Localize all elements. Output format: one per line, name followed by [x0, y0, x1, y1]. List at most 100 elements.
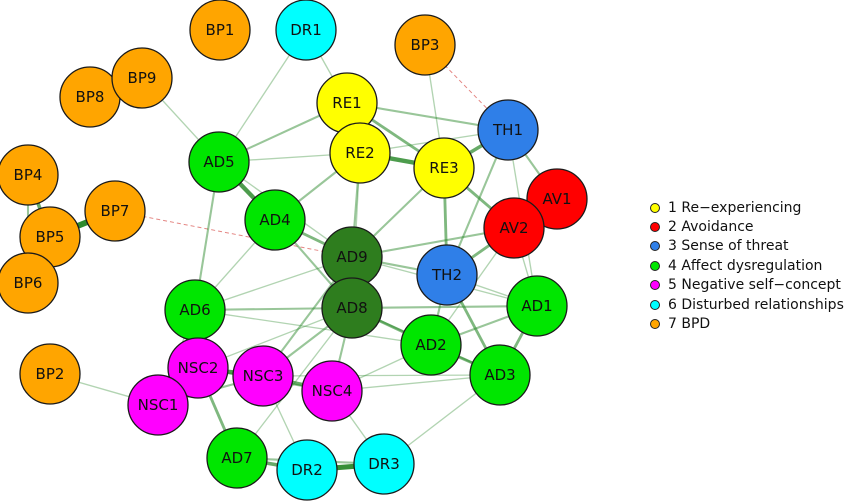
- node-circle: [526, 168, 588, 230]
- node-circle: [188, 131, 250, 193]
- edge-ad3-nsc3: [262, 374, 501, 377]
- node-bp1: BP1: [189, 0, 251, 61]
- legend-swatch: [650, 222, 660, 233]
- node-nsc4: NSC4: [301, 360, 363, 422]
- node-ad3: AD3: [469, 344, 531, 406]
- node-circle: [416, 244, 478, 306]
- node-ad6: AD6: [164, 279, 226, 341]
- node-circle: [84, 180, 146, 242]
- node-circle: [206, 427, 268, 489]
- node-ad5: AD5: [188, 131, 250, 193]
- node-label: AD3: [484, 366, 515, 384]
- edge-ad7-ad8: [236, 307, 353, 459]
- legend-swatch: [650, 319, 660, 330]
- legend-label: 3 Sense of threat: [668, 238, 789, 255]
- node-bp4: BP4: [0, 144, 59, 206]
- node-label: RE2: [345, 144, 374, 162]
- legend-swatch: [650, 260, 660, 271]
- node-circle: [506, 275, 568, 337]
- node-circle: [127, 374, 189, 436]
- node-circle: [321, 277, 383, 339]
- node-label: BP4: [14, 166, 43, 184]
- node-label: NSC1: [138, 396, 179, 414]
- node-bp3: BP3: [394, 14, 456, 76]
- legend-label: 1 Re−experiencing: [668, 199, 802, 216]
- node-circle: [232, 345, 294, 407]
- legend-label: 7 BPD: [668, 316, 711, 333]
- node-bp9: BP9: [111, 47, 173, 109]
- node-circle: [477, 99, 539, 161]
- node-label: NSC3: [243, 367, 284, 385]
- node-label: BP8: [76, 88, 105, 106]
- node-label: AD7: [221, 449, 252, 467]
- node-label: BP9: [128, 69, 157, 87]
- node-bp8: BP8: [59, 66, 121, 128]
- node-re2: RE2: [329, 122, 391, 184]
- node-circle: [413, 137, 475, 199]
- node-label: TH1: [492, 121, 523, 139]
- node-label: BP2: [36, 365, 65, 383]
- node-circle: [244, 189, 306, 251]
- node-label: TH2: [431, 266, 462, 284]
- node-label: BP7: [101, 202, 130, 220]
- node-circle: [276, 439, 338, 501]
- node-re1: RE1: [316, 72, 378, 134]
- legend-label: 5 Negative self−concept: [668, 277, 841, 294]
- node-nsc1: NSC1: [127, 374, 189, 436]
- node-nsc2: NSC2: [167, 337, 229, 399]
- legend-item-disturbed-relationships: 6 Disturbed relationships: [650, 295, 844, 314]
- node-circle: [0, 144, 59, 206]
- legend-swatch: [650, 241, 660, 252]
- node-circle: [111, 47, 173, 109]
- node-circle: [301, 360, 363, 422]
- node-label: BP3: [411, 36, 440, 54]
- legend-item-sense-of-threat: 3 Sense of threat: [650, 237, 844, 256]
- node-label: BP5: [36, 228, 65, 246]
- node-circle: [19, 343, 81, 405]
- legend-item-re-experiencing: 1 Re−experiencing: [650, 198, 844, 217]
- edge-ad6-ad2: [194, 309, 432, 346]
- node-label: BP1: [206, 21, 235, 39]
- legend-item-negative-self-concept: 5 Negative self−concept: [650, 276, 844, 295]
- node-label: DR3: [368, 455, 400, 473]
- node-label: AD9: [336, 248, 367, 266]
- node-label: AD5: [203, 153, 234, 171]
- node-circle: [394, 14, 456, 76]
- node-bp6: BP6: [0, 252, 59, 314]
- legend-swatch: [650, 202, 660, 213]
- legend-item-avoidance: 2 Avoidance: [650, 217, 844, 236]
- legend-item-affect-dysregulation: 4 Affect dysregulation: [650, 256, 844, 275]
- node-circle: [0, 252, 59, 314]
- node-label: RE1: [332, 94, 361, 112]
- node-label: NSC4: [312, 382, 353, 400]
- node-dr3: DR3: [353, 433, 415, 495]
- legend-label: 6 Disturbed relationships: [668, 296, 844, 313]
- legend-label: 4 Affect dysregulation: [668, 257, 823, 274]
- node-av1: AV1: [526, 168, 588, 230]
- node-circle: [469, 344, 531, 406]
- node-bp2: BP2: [19, 343, 81, 405]
- node-dr1: DR1: [275, 0, 337, 61]
- node-bp7: BP7: [84, 180, 146, 242]
- node-circle: [483, 197, 545, 259]
- node-ad4: AD4: [244, 189, 306, 251]
- legend-swatch: [650, 280, 660, 291]
- node-label: AD6: [179, 301, 210, 319]
- node-th1: TH1: [477, 99, 539, 161]
- node-label: AD1: [521, 297, 552, 315]
- node-circle: [189, 0, 251, 61]
- node-label: AV1: [542, 190, 571, 208]
- node-ad7: AD7: [206, 427, 268, 489]
- node-label: NSC2: [178, 359, 219, 377]
- node-ad1: AD1: [506, 275, 568, 337]
- node-label: AD4: [259, 211, 290, 229]
- node-th2: TH2: [416, 244, 478, 306]
- node-ad2: AD2: [400, 314, 462, 376]
- legend-label: 2 Avoidance: [668, 219, 754, 236]
- node-av2: AV2: [483, 197, 545, 259]
- node-dr2: DR2: [276, 439, 338, 501]
- node-label: DR2: [291, 461, 323, 479]
- legend-swatch: [650, 299, 660, 310]
